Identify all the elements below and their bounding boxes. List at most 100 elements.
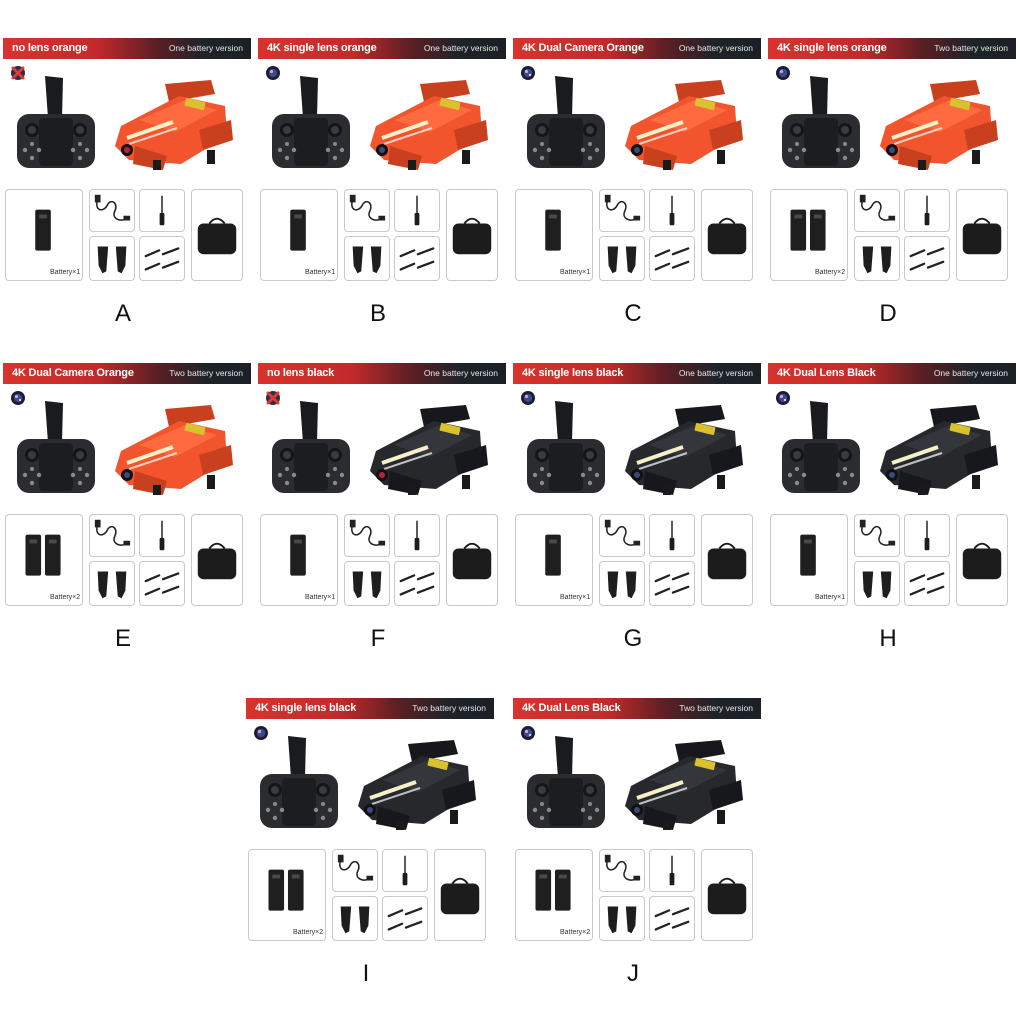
variant-banner: no lens orange One battery version <box>3 38 251 59</box>
propellers-box <box>344 236 390 281</box>
propellers-box <box>89 236 135 281</box>
battery-count-label: Battery×1 <box>560 594 591 601</box>
camera-lens-icon <box>266 66 280 80</box>
camera-lens-icon <box>776 391 790 405</box>
blades-box <box>649 896 695 941</box>
variant-letter: H <box>879 625 897 652</box>
spare-blades-icon <box>399 247 435 271</box>
bag-box <box>434 849 486 941</box>
folded-drone-icon <box>880 405 998 495</box>
usb-cable-icon <box>349 194 386 221</box>
blades-box <box>904 561 950 606</box>
battery-version-label: One battery version <box>678 43 753 53</box>
screwdriver-icon <box>669 195 675 226</box>
remote-controller-icon <box>782 76 860 168</box>
battery-version-label: One battery version <box>678 368 753 378</box>
variant-banner: 4K single lens orange One battery versio… <box>258 38 506 59</box>
blades-box <box>904 236 950 281</box>
battery-icon <box>800 534 816 576</box>
propeller-icon <box>862 246 892 274</box>
bag-box <box>701 189 753 281</box>
screwdriver-icon <box>669 855 675 886</box>
battery-box: Battery×1 <box>260 189 338 281</box>
remote-controller-icon <box>17 401 95 493</box>
bag-box <box>191 189 243 281</box>
variant-title: 4K single lens orange <box>777 42 887 54</box>
battery-count-label: Battery×1 <box>560 269 591 276</box>
battery-icon <box>25 534 61 576</box>
spare-blades-icon <box>387 907 423 931</box>
propellers-box <box>599 896 645 941</box>
battery-count-label: Battery×2 <box>815 269 846 276</box>
battery-count-label: Battery×2 <box>50 594 81 601</box>
screwdriver-box <box>139 514 185 557</box>
spare-blades-icon <box>144 572 180 596</box>
battery-version-label: One battery version <box>423 368 498 378</box>
storage-bag-icon <box>707 542 747 580</box>
remote-controller-icon <box>260 736 338 828</box>
cable-box <box>344 189 390 232</box>
remote-controller-icon <box>272 76 350 168</box>
propeller-icon <box>607 906 637 934</box>
blades-box <box>649 561 695 606</box>
storage-bag-icon <box>707 877 747 915</box>
variant-letter: F <box>370 625 386 652</box>
propeller-icon <box>97 246 127 274</box>
battery-count-label: Battery×2 <box>293 929 324 936</box>
variant-letter: I <box>362 960 370 987</box>
screwdriver-box <box>394 189 440 232</box>
folded-drone-icon <box>370 405 488 495</box>
battery-count-label: Battery×1 <box>305 269 336 276</box>
remote-controller-icon <box>272 401 350 493</box>
variant-title: 4K Dual Camera Orange <box>12 367 134 379</box>
screwdriver-box <box>649 189 695 232</box>
variant-card-b[interactable]: 4K single lens orange One battery versio… <box>258 38 506 338</box>
cable-box <box>332 849 378 892</box>
battery-icon <box>290 209 306 251</box>
remote-controller-icon <box>782 401 860 493</box>
bag-box <box>191 514 243 606</box>
variant-card-h[interactable]: 4K Dual Lens Black One battery version <box>768 363 1016 663</box>
camera-lens-icon <box>11 391 25 405</box>
bag-box <box>956 514 1008 606</box>
screwdriver-box <box>382 849 428 892</box>
battery-box: Battery×2 <box>515 849 593 941</box>
variant-letter: E <box>114 625 131 652</box>
usb-cable-icon <box>94 194 131 221</box>
variant-letter: C <box>624 300 642 327</box>
variant-card-d[interactable]: 4K single lens orange Two battery versio… <box>768 38 1016 338</box>
blades-box <box>139 561 185 606</box>
screwdriver-icon <box>924 520 930 551</box>
battery-icon <box>268 869 304 911</box>
variant-banner: 4K Dual Camera Orange One battery versio… <box>513 38 761 59</box>
remote-controller-icon <box>527 76 605 168</box>
propeller-icon <box>97 571 127 599</box>
spare-blades-icon <box>399 572 435 596</box>
battery-icon <box>35 209 51 251</box>
battery-version-label: Two battery version <box>169 368 243 378</box>
storage-bag-icon <box>440 877 480 915</box>
screwdriver-icon <box>402 855 408 886</box>
variant-title: no lens black <box>267 367 335 379</box>
camera-lens-icon <box>521 66 535 80</box>
camera-lens-icon <box>776 66 790 80</box>
variant-card-e[interactable]: 4K Dual Camera Orange Two battery versio… <box>3 363 251 663</box>
variant-card-f[interactable]: no lens black One battery version <box>258 363 506 663</box>
variant-card-c[interactable]: 4K Dual Camera Orange One battery versio… <box>513 38 761 338</box>
propeller-icon <box>340 906 370 934</box>
spare-blades-icon <box>654 572 690 596</box>
bag-box <box>446 514 498 606</box>
variant-card-i[interactable]: 4K single lens black Two battery version <box>246 698 494 998</box>
camera-lens-icon <box>521 726 535 740</box>
battery-version-label: Two battery version <box>412 703 486 713</box>
variant-card-g[interactable]: 4K single lens black One battery version <box>513 363 761 663</box>
no-lens-x-icon <box>11 66 25 80</box>
battery-icon <box>545 534 561 576</box>
usb-cable-icon <box>859 194 896 221</box>
variant-card-a[interactable]: no lens orange One battery version <box>3 38 251 338</box>
variant-card-j[interactable]: 4K Dual Lens Black Two battery version <box>513 698 761 998</box>
screwdriver-box <box>904 514 950 557</box>
screwdriver-icon <box>414 520 420 551</box>
screwdriver-box <box>649 514 695 557</box>
camera-lens-icon <box>521 391 535 405</box>
